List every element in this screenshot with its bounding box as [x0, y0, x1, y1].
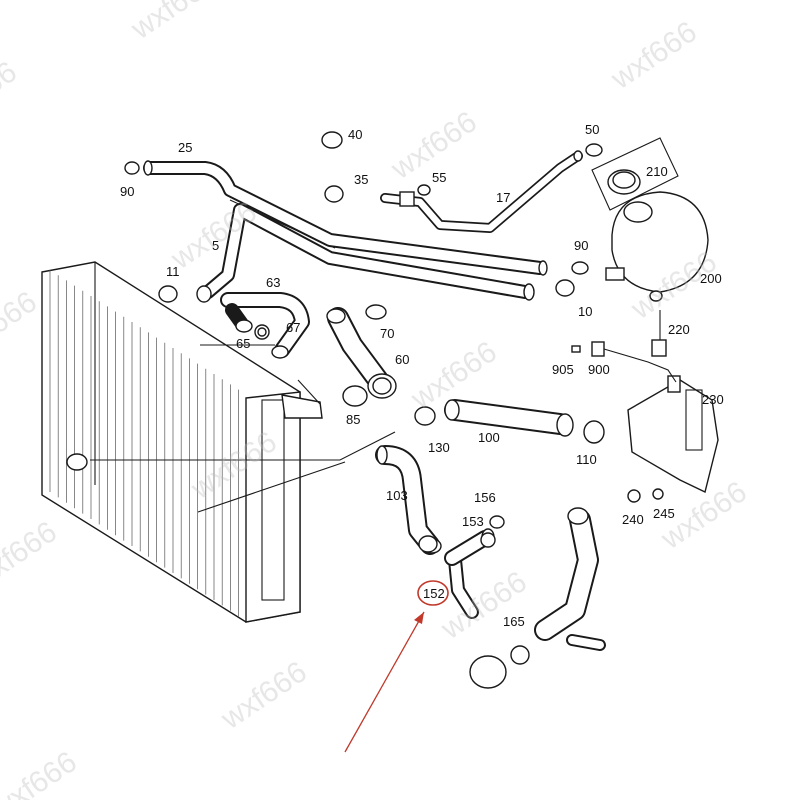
label-905: 905 — [552, 362, 574, 377]
label-130: 130 — [428, 440, 450, 455]
label-152: 152 — [423, 586, 445, 601]
label-85: 85 — [346, 412, 360, 427]
watermark-text: wxf666 — [435, 565, 533, 646]
hose-63 — [220, 292, 310, 359]
label-900: 900 — [588, 362, 610, 377]
watermark-text: wxf666 — [165, 195, 263, 276]
label-50: 50 — [585, 122, 599, 137]
hose-100 — [444, 399, 574, 437]
label-67: 67 — [286, 320, 300, 335]
highlight-callout — [344, 580, 449, 753]
label-165: 165 — [503, 614, 525, 629]
tank-cap — [591, 137, 679, 211]
hose-165 — [469, 507, 606, 689]
label-65: 65 — [236, 336, 250, 351]
radiator — [41, 261, 323, 623]
label-40: 40 — [348, 127, 362, 142]
label-70: 70 — [380, 326, 394, 341]
label-55: 55 — [432, 170, 446, 185]
hose-152 — [444, 528, 495, 619]
watermark-text: wxf666 — [215, 655, 313, 736]
label-230: 230 — [702, 392, 724, 407]
hose-5 — [196, 203, 535, 303]
expansion-tank — [605, 191, 709, 302]
label-156: 156 — [474, 490, 496, 505]
hose-25 — [143, 160, 548, 276]
clamps — [124, 131, 664, 553]
label-200: 200 — [700, 271, 722, 286]
part-labels: 5 10 11 17 25 35 40 50 55 60 63 65 67 70… — [120, 122, 724, 629]
sensor — [571, 310, 677, 383]
watermark-text: wxf666 — [125, 0, 223, 46]
label-17: 17 — [496, 190, 510, 205]
watermark-text: wxf666 — [605, 15, 703, 96]
label-35: 35 — [354, 172, 368, 187]
label-90-right: 90 — [574, 238, 588, 253]
watermark-text: wxf666 — [0, 285, 43, 366]
label-220: 220 — [668, 322, 690, 337]
label-153: 153 — [462, 514, 484, 529]
hose-17 — [380, 150, 583, 233]
label-240: 240 — [622, 512, 644, 527]
bracket — [627, 375, 719, 494]
label-210: 210 — [646, 164, 668, 179]
label-90-left: 90 — [120, 184, 134, 199]
label-11: 11 — [166, 264, 180, 279]
label-100: 100 — [478, 430, 500, 445]
label-10: 10 — [578, 304, 592, 319]
label-25: 25 — [178, 140, 192, 155]
label-63: 63 — [266, 275, 280, 290]
label-60: 60 — [395, 352, 409, 367]
label-245: 245 — [653, 506, 675, 521]
hose-60 — [326, 307, 397, 399]
watermark-text: wxf666 — [0, 515, 63, 596]
watermark-text: wxf666 — [0, 745, 83, 800]
label-103: 103 — [386, 488, 408, 503]
watermark-text: wxf666 — [0, 55, 23, 136]
label-5: 5 — [212, 238, 219, 253]
label-110: 110 — [576, 452, 597, 467]
